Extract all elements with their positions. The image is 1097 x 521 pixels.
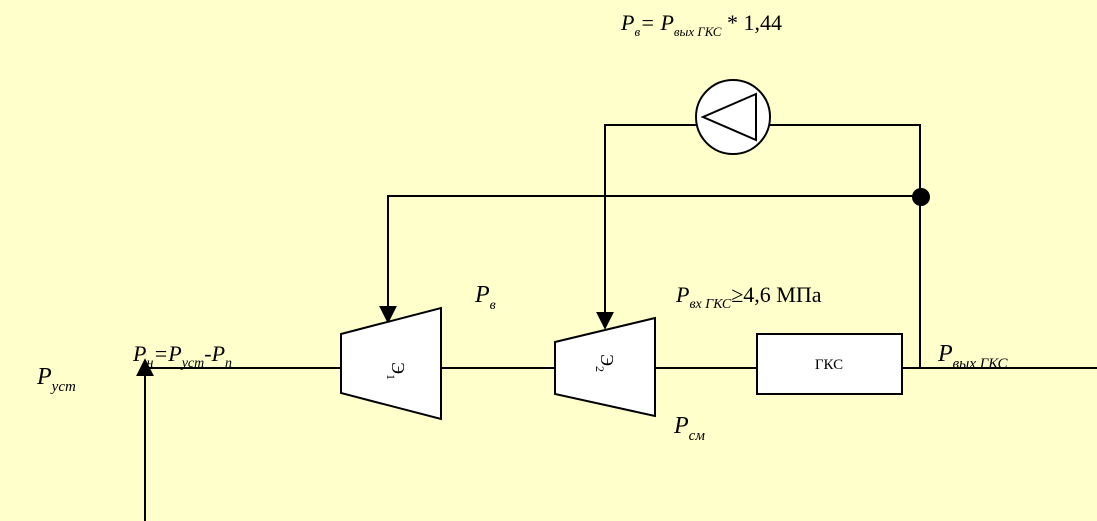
gks-label: ГКС	[815, 357, 843, 373]
label-p-v: Pв	[474, 282, 496, 313]
label-p-n: Pн=Pуст-Pп	[132, 341, 232, 371]
ejector-1: Э1	[340, 306, 442, 421]
pump-loop-line	[605, 124, 921, 368]
ejector-1-label: Э1	[384, 362, 408, 380]
label-p-ust: Pуст	[36, 364, 76, 395]
pump-triangle-icon	[700, 92, 757, 142]
gks-box: ГКС	[756, 333, 903, 395]
junction-node	[912, 188, 930, 206]
feed-line-ejector1	[379, 195, 920, 324]
ejector-2-label: Э2	[593, 354, 617, 372]
label-p-vx-gks: Pвх ГКС≥4,6 МПа	[675, 282, 822, 312]
pump	[695, 79, 771, 155]
label-p-sm: Pсм	[673, 413, 705, 444]
formula-top: Pв= Pвых ГКС * 1,44	[620, 10, 782, 39]
ejector-2: Э2	[554, 316, 656, 418]
label-p-vyx-gks: Pвых ГКС	[937, 341, 1009, 372]
